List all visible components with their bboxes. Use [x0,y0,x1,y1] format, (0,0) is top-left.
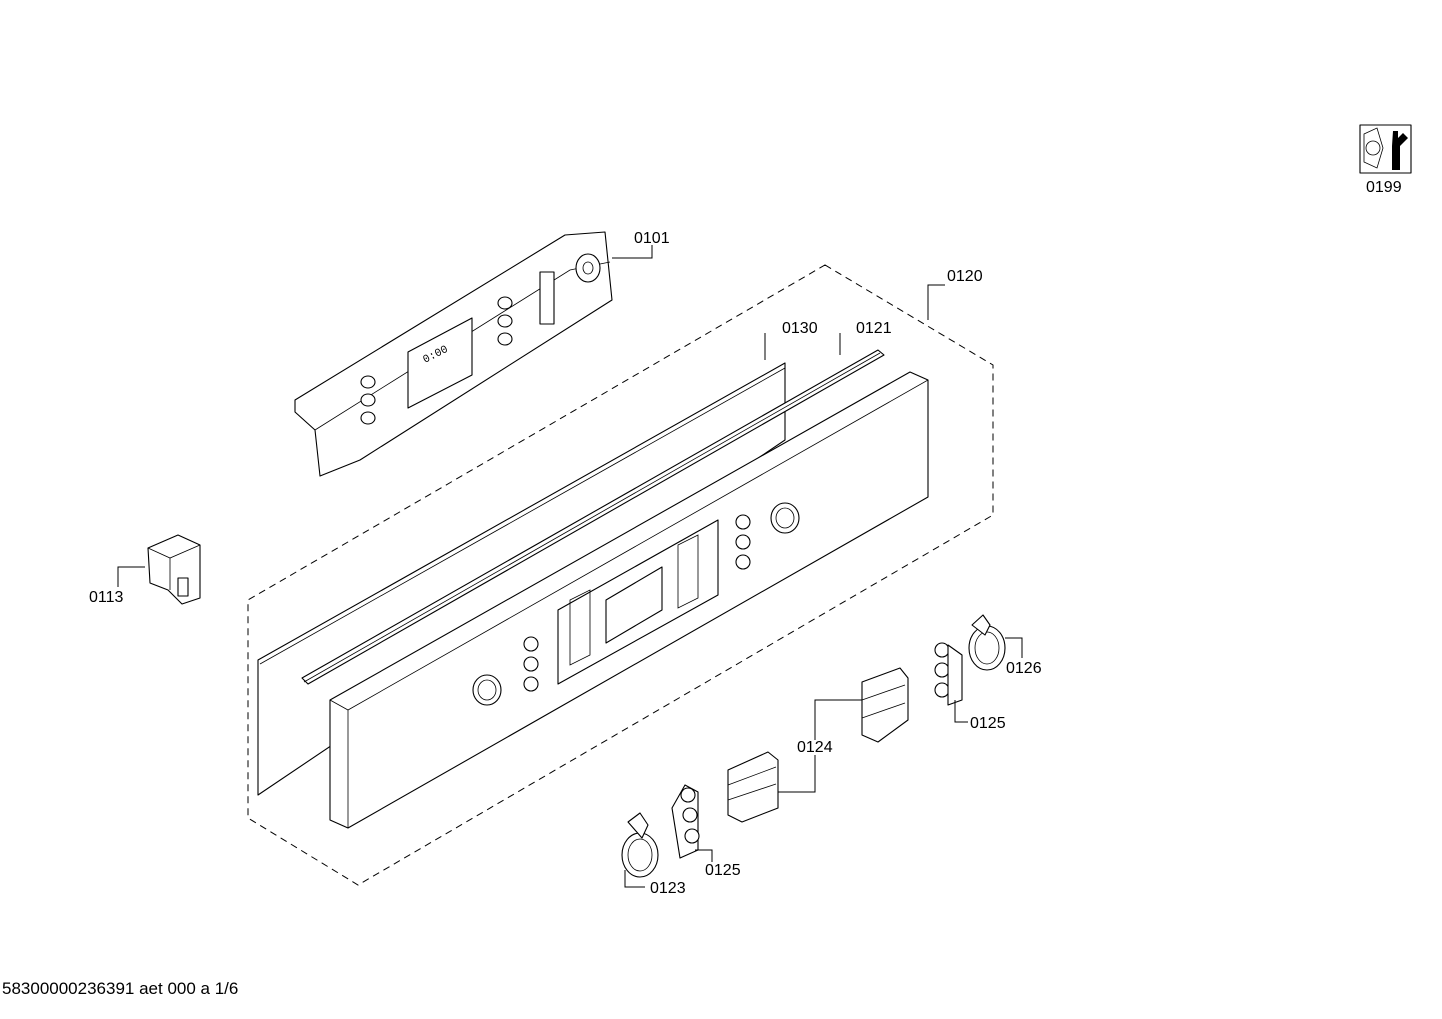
callout-label-0123: 0123 [650,880,686,897]
callout-label-0126: 0126 [1006,660,1042,677]
part-0123-knob [621,812,659,878]
leader-lines [117,245,1023,888]
assembly-group-outline [247,264,994,886]
callout-label-0113: 0113 [89,589,124,606]
part-0113-connector [147,534,201,605]
part-0124-button-block-lower [727,751,779,823]
callout-label-0125-lower: 0125 [705,862,741,879]
part-0101-control-board: 0:00 [294,231,613,477]
callout-label-0101: 0101 [634,230,670,247]
fascia-panel [329,371,929,829]
callout-label-0124: 0124 [797,739,833,756]
document-reference-footer: 58300000236391 aet 000 a 1/6 [2,979,239,998]
callout-label-0199: 0199 [1366,179,1402,196]
wrench-nut-icon [1359,124,1412,174]
part-0125-buttons-lower [671,784,700,859]
part-0126-knob [968,614,1006,671]
callout-label-0130: 0130 [782,320,818,337]
callout-label-0121: 0121 [856,320,892,337]
part-0125-buttons-right [934,642,963,706]
callout-label-0125-right: 0125 [970,715,1006,732]
callout-label-0120: 0120 [947,268,983,285]
part-0124-button-block-upper [861,667,909,743]
part-0121-trim-strip [301,349,885,685]
